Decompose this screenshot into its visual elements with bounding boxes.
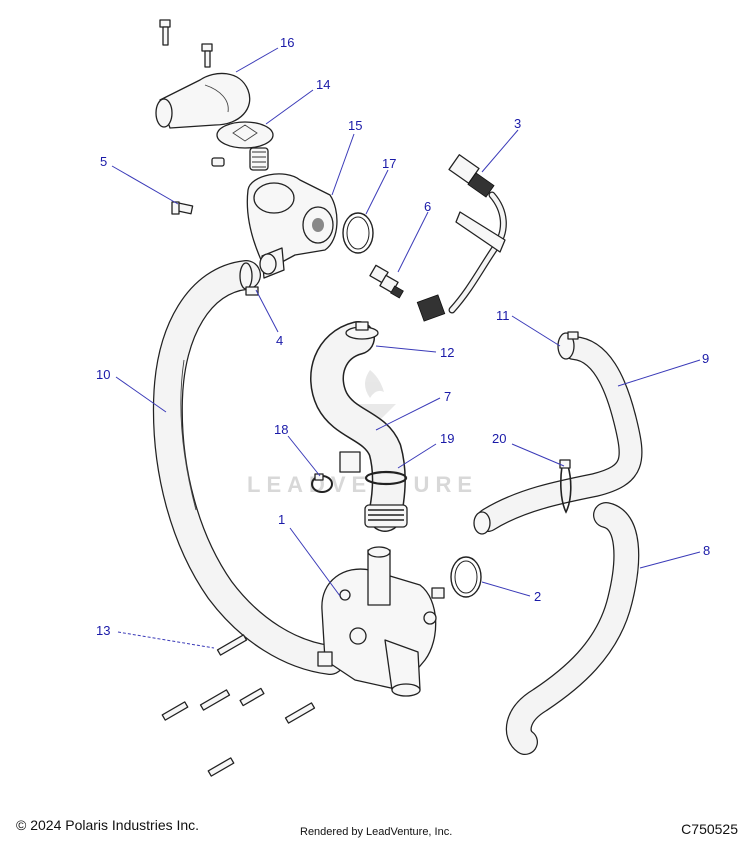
svg-text:14: 14 (316, 77, 330, 92)
clamp-19[interactable] (364, 470, 408, 486)
thermostat-cap-16[interactable] (155, 72, 251, 129)
svg-text:11: 11 (496, 308, 510, 323)
callout-14: 14 (265, 77, 330, 125)
callout-7: 7 (375, 389, 451, 431)
hose-8[interactable] (505, 502, 640, 755)
callout-10: 10 (96, 367, 167, 413)
water-pump-1[interactable] (317, 546, 445, 697)
rendered-by-text: Rendered by LeadVenture, Inc. (300, 826, 453, 838)
callout-16: 16 (235, 35, 294, 73)
svg-text:9: 9 (702, 351, 709, 366)
callout-17: 17 (365, 156, 396, 215)
svg-text:8: 8 (703, 543, 710, 558)
clamp-12[interactable] (345, 321, 379, 340)
callout-9: 9 (617, 351, 709, 387)
svg-text:10: 10 (96, 367, 110, 382)
callout-20: 20 (492, 431, 565, 467)
callout-8: 8 (639, 543, 710, 569)
callout-2: 2 (481, 581, 541, 604)
o-ring-17[interactable] (342, 212, 374, 254)
callout-11: 11 (496, 308, 561, 347)
callout-13: 13 (96, 623, 215, 649)
svg-text:7: 7 (444, 389, 451, 404)
bolt-13f[interactable] (207, 757, 235, 777)
bolt-5[interactable] (171, 201, 194, 215)
callout-5: 5 (100, 154, 179, 205)
svg-text:13: 13 (96, 623, 110, 638)
svg-text:5: 5 (100, 154, 107, 169)
callout-19: 19 (397, 431, 454, 469)
svg-text:16: 16 (280, 35, 294, 50)
svg-text:15: 15 (348, 118, 362, 133)
svg-text:4: 4 (276, 333, 283, 348)
callout-15: 15 (331, 118, 362, 196)
copyright-text: © 2024 Polaris Industries Inc. (16, 817, 200, 833)
sensor-3[interactable] (416, 154, 507, 322)
clamp-11[interactable] (557, 331, 579, 360)
hose-10[interactable] (152, 260, 345, 675)
svg-text:1: 1 (278, 512, 285, 527)
callout-3: 3 (481, 116, 521, 173)
bolt-16b[interactable] (201, 43, 213, 68)
bolt-13d[interactable] (239, 687, 265, 707)
clamp-4[interactable] (239, 253, 277, 296)
svg-text:3: 3 (514, 116, 521, 131)
callout-6: 6 (397, 199, 431, 273)
bolt-13c[interactable] (199, 689, 231, 711)
svg-text:12: 12 (440, 345, 454, 360)
sensor-6[interactable] (369, 264, 404, 299)
watermark-text: LEADVENTURE (247, 472, 478, 497)
o-ring-2[interactable] (450, 556, 482, 598)
svg-text:18: 18 (274, 422, 288, 437)
bolt-16a[interactable] (159, 19, 171, 46)
callout-18: 18 (274, 422, 321, 477)
bolt-13b[interactable] (161, 701, 189, 721)
callout-12: 12 (375, 345, 454, 360)
bolt-13a[interactable] (216, 634, 248, 656)
diagram-code: C750525 (681, 821, 738, 837)
hose-7[interactable] (310, 321, 408, 532)
callout-4: 4 (255, 289, 283, 348)
svg-text:19: 19 (440, 431, 454, 446)
bolt-13e[interactable] (284, 702, 316, 724)
svg-text:20: 20 (492, 431, 506, 446)
svg-text:6: 6 (424, 199, 431, 214)
hose-9[interactable] (473, 336, 643, 535)
callout-1: 1 (278, 512, 341, 597)
svg-text:17: 17 (382, 156, 396, 171)
svg-text:2: 2 (534, 589, 541, 604)
small-bolt-14[interactable] (211, 157, 225, 167)
thermostat-14[interactable] (216, 121, 274, 171)
